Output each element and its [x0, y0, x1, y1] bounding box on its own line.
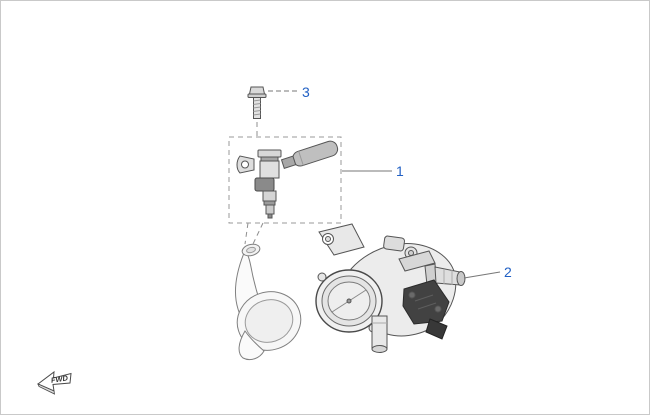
fwd-indicator: FWD — [37, 370, 72, 395]
callout-3[interactable]: 3 — [302, 84, 310, 100]
bolt-part — [247, 86, 267, 119]
leader-line-2 — [463, 271, 501, 279]
fwd-arrow-depth — [37, 383, 56, 395]
callout-2[interactable]: 2 — [504, 264, 512, 280]
leader-lines — [268, 90, 501, 279]
fwd-label: FWD — [50, 373, 69, 385]
callout-1[interactable]: 1 — [396, 163, 404, 179]
intake-manifold-ghost-part — [235, 243, 302, 361]
injector-group-box — [228, 136, 342, 224]
assembly-dashed-lines — [244, 122, 264, 245]
fuel-injector-part — [236, 140, 339, 219]
fwd-arrow-icon — [37, 370, 72, 392]
throttle-body-part — [315, 223, 466, 353]
